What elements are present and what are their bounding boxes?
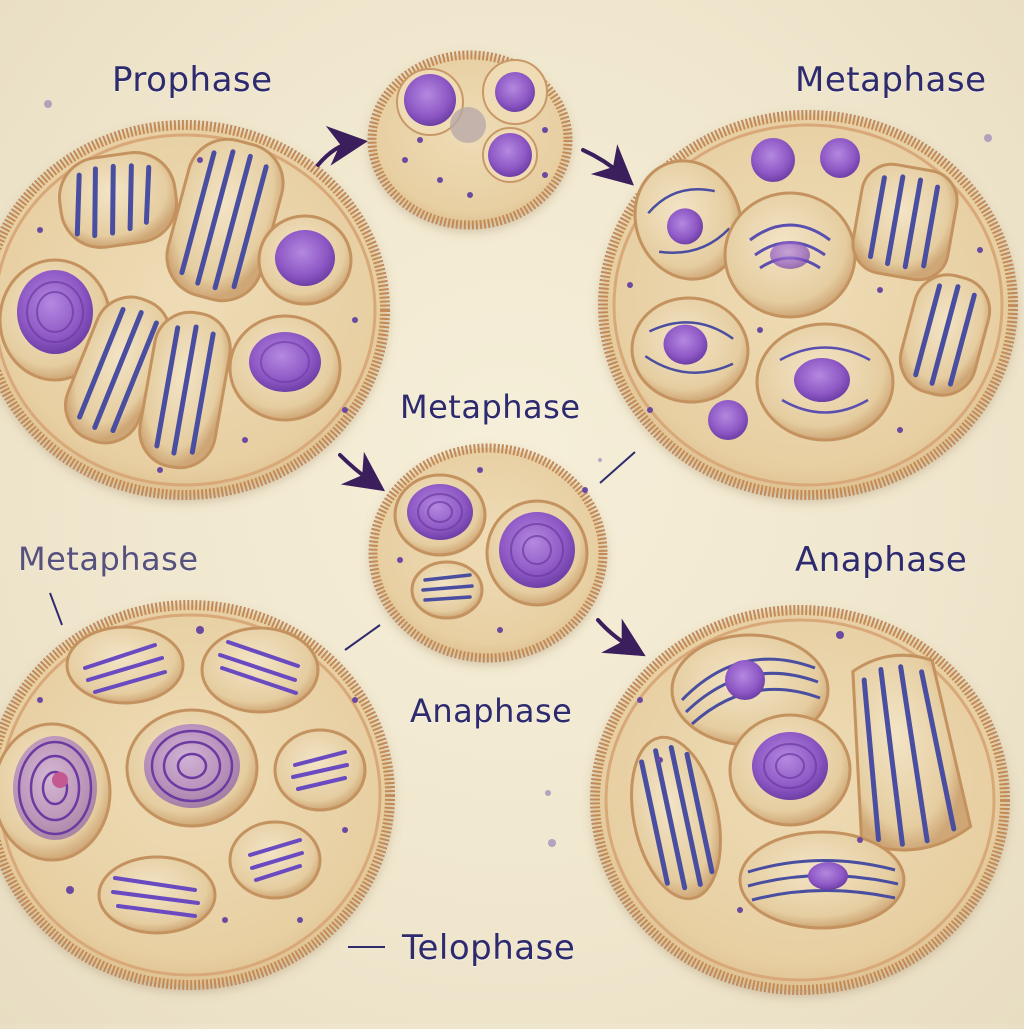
curved-arrow-icon: [316, 125, 368, 167]
label-metaphase-left: Metaphase: [18, 540, 199, 578]
label-anaphase-right: Anaphase: [795, 540, 968, 580]
anaphase-contents: [630, 631, 973, 930]
curved-arrow-icon: [596, 618, 646, 657]
background-particles: [44, 100, 992, 847]
prophase-chromosome-group: [0, 137, 358, 473]
prophase-nucleus: [257, 214, 353, 306]
label-anaphase-center: Anaphase: [410, 692, 573, 730]
leader-line: [49, 451, 636, 948]
label-metaphase-center: Metaphase: [400, 388, 581, 426]
early-stage-nuclei: [396, 59, 548, 198]
label-metaphase-top: Metaphase: [795, 60, 987, 100]
label-prophase: Prophase: [112, 60, 273, 100]
metaphase-top-contents: [627, 138, 992, 442]
metaphase-center-contents: [393, 467, 589, 633]
curved-arrow-icon: [581, 144, 634, 186]
metaphase-bottom-contents: [0, 625, 367, 935]
curved-arrow-icon: [338, 451, 386, 492]
prophase-nucleus: [228, 314, 342, 422]
label-telophase: Telophase: [402, 928, 576, 968]
